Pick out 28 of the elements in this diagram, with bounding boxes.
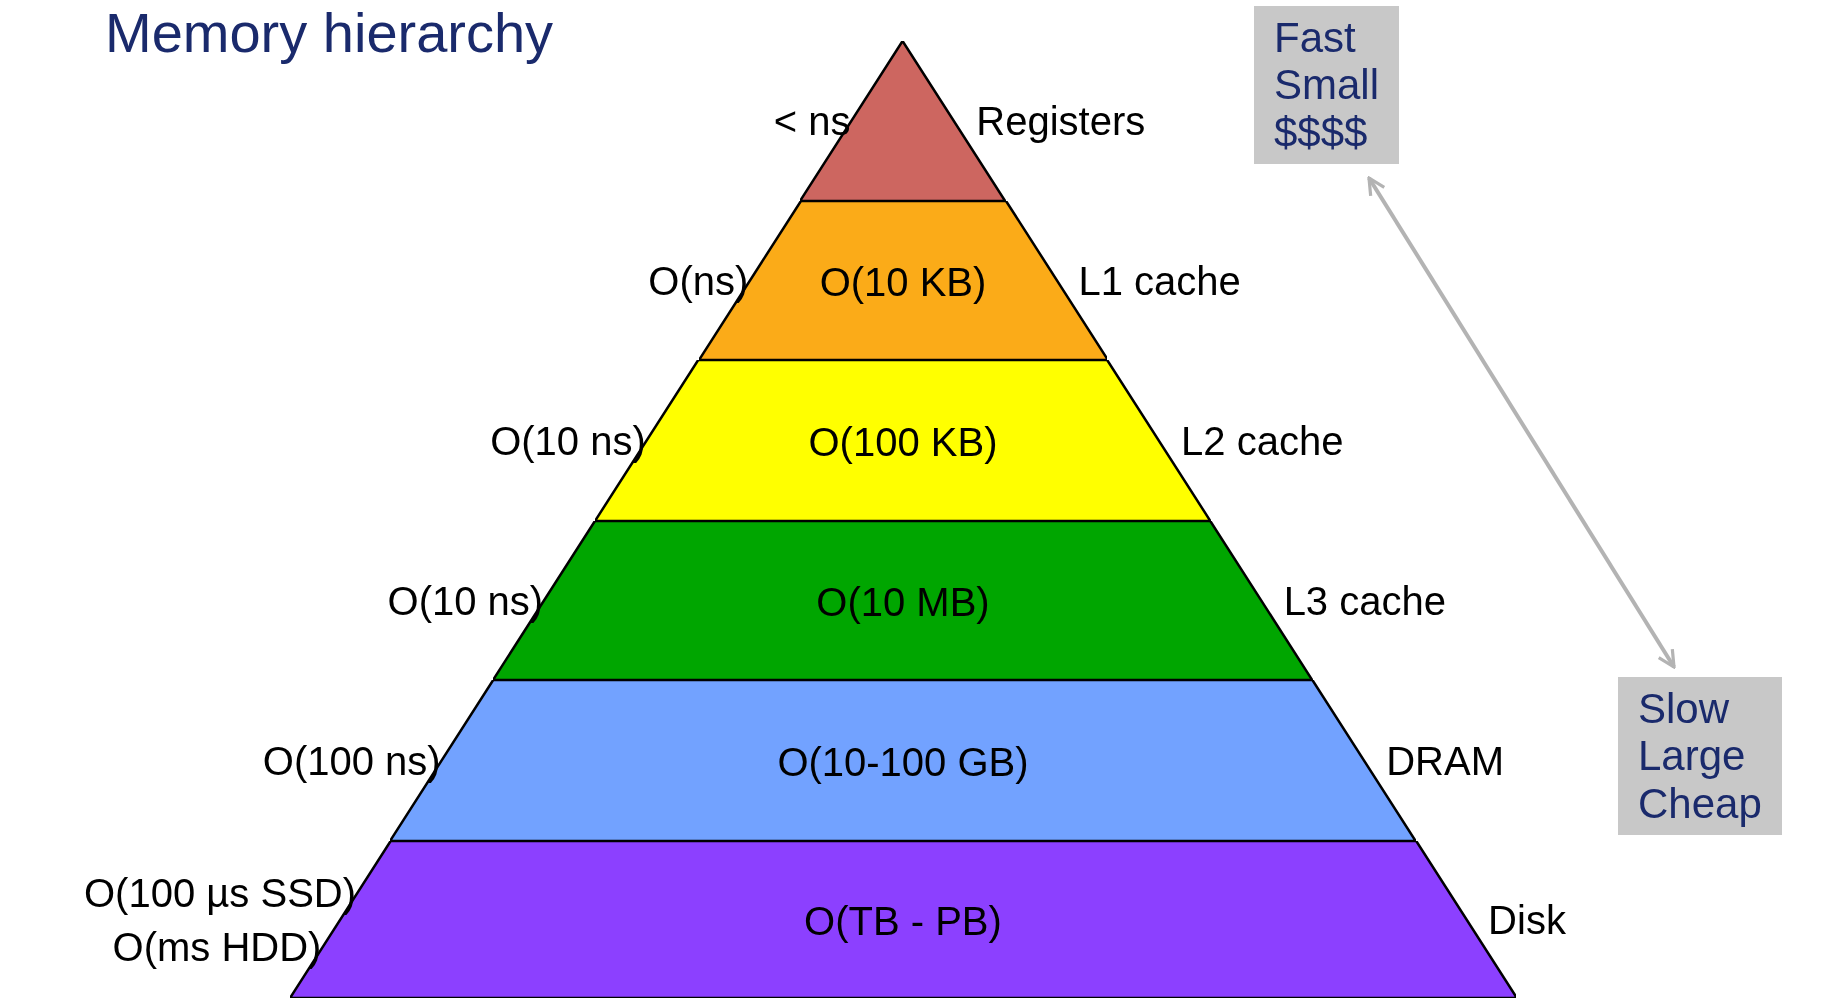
note-box: [1254, 6, 1400, 165]
note-text: Small: [1274, 61, 1380, 109]
capacity-label: O(10 MB): [816, 579, 990, 625]
note-box: [1618, 677, 1782, 836]
capacity-label: O(TB - PB): [804, 898, 1002, 944]
level-name: L2 cache: [1181, 420, 1344, 461]
access-time: O(100 ns): [262, 740, 441, 781]
double-arrow: [1367, 176, 1676, 669]
level-name: DRAM: [1386, 740, 1504, 781]
level-name: L3 cache: [1283, 580, 1446, 621]
note-text: Large: [1638, 732, 1747, 780]
access-time: O(ns): [648, 260, 749, 301]
capacity-label: O(10-100 GB): [777, 739, 1029, 785]
title: Memory hierarchy: [105, 0, 554, 65]
capacity-label: O(100 KB): [808, 419, 998, 465]
access-time: O(10 ns): [490, 420, 646, 461]
note-text: Fast: [1274, 14, 1357, 62]
level-name: Disk: [1488, 899, 1566, 940]
access-time: O(ms HDD): [112, 926, 322, 967]
note-text: $$$$: [1274, 108, 1369, 157]
level-name: L1 cache: [1078, 260, 1241, 301]
access-time: O(10 ns): [387, 580, 544, 621]
level-name: Registers: [976, 101, 1146, 141]
capacity-label: O(10 KB): [819, 259, 987, 305]
access-time: O(100 µs SSD): [84, 872, 356, 913]
access-time: < ns: [773, 101, 851, 141]
note-text: Cheap: [1638, 779, 1762, 828]
note-text: Slow: [1638, 685, 1731, 733]
